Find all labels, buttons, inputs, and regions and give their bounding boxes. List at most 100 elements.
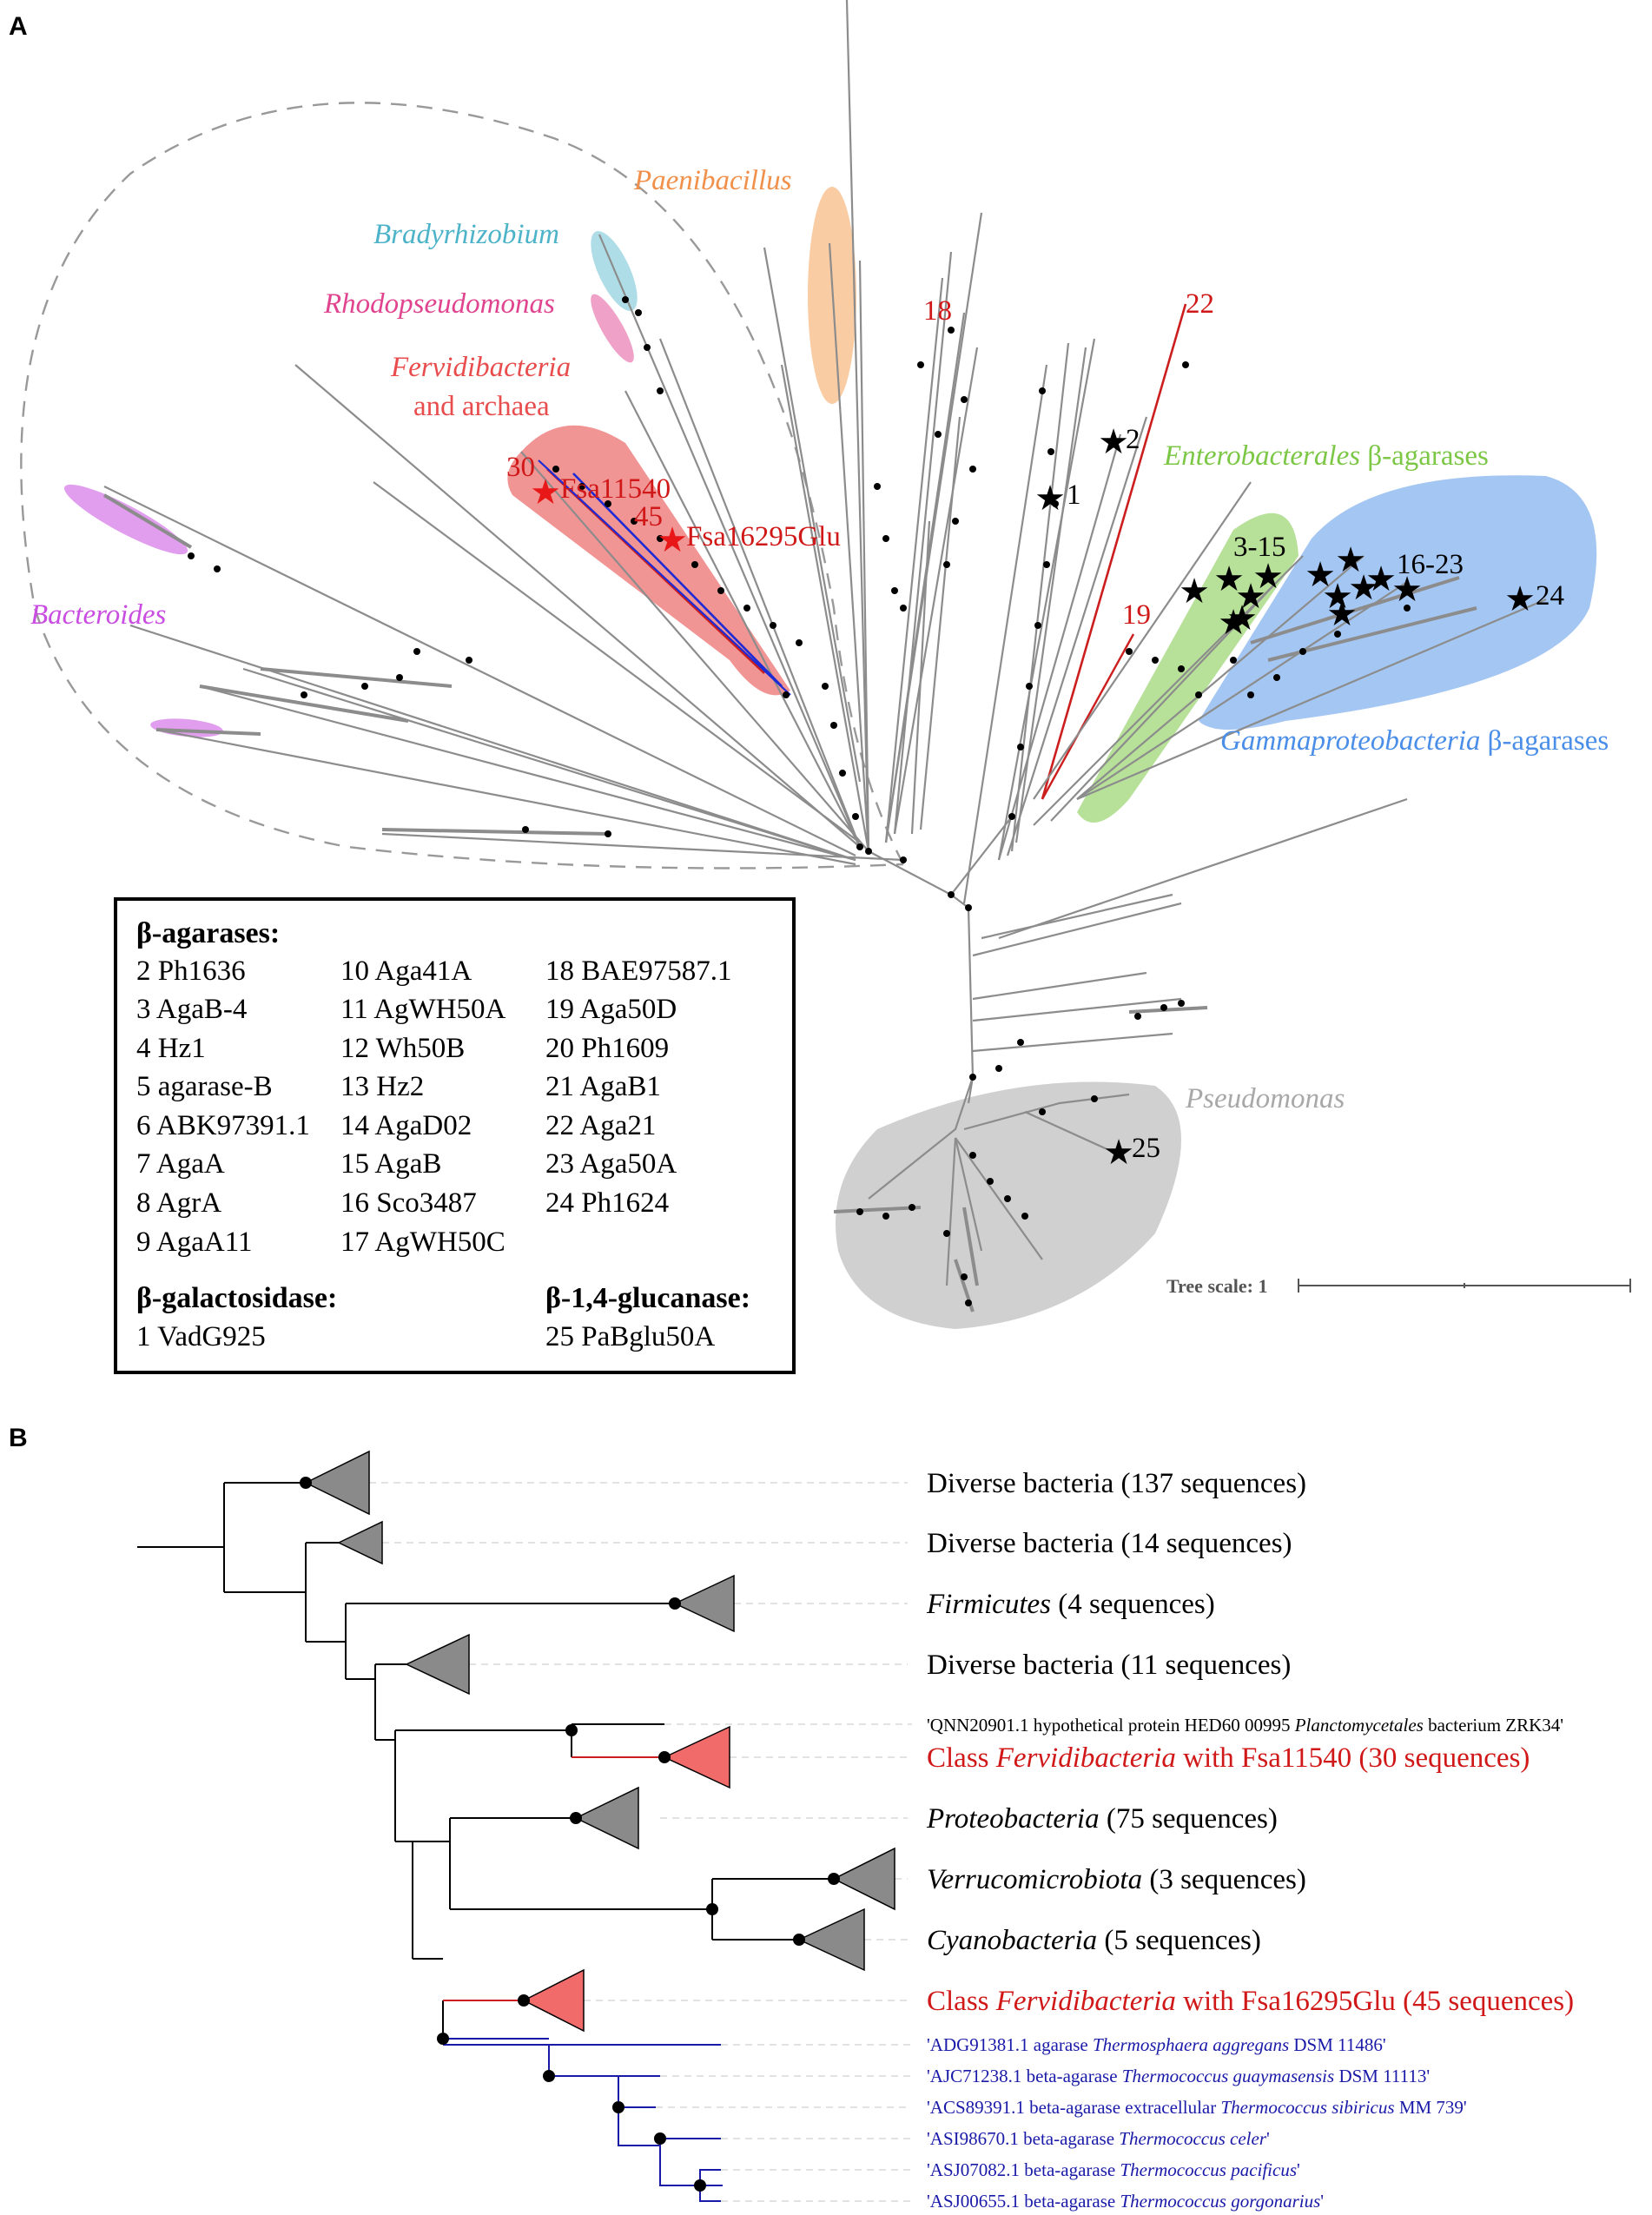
legend-item: 10 Aga41A xyxy=(340,955,472,987)
tip-label: Class Fervidibacteria with Fsa11540 (30 … xyxy=(927,1742,1530,1774)
marker-25: 25 xyxy=(1132,1133,1160,1164)
collapsed-triangle xyxy=(797,1908,865,1972)
marker-16-23: 16-23 xyxy=(1397,549,1464,580)
panel-b-tip-labels: Diverse bacteria (137 sequences) Diverse… xyxy=(926,1468,1574,2212)
star-10-icon: ★ xyxy=(1335,540,1366,579)
label-and-archaea: and archaea xyxy=(413,391,550,422)
tree-node-dots xyxy=(188,296,1411,1306)
star-30-icon: ★ xyxy=(530,473,561,512)
tree-scale-bar: Tree scale: 1 xyxy=(1166,1275,1631,1297)
pseudomonas-highlight xyxy=(836,1081,1181,1329)
label-rhodopseudomonas: Rhodopseudomonas xyxy=(323,288,555,320)
legend-item: 18 BAE97587.1 xyxy=(545,955,732,987)
legend-item: 21 AgaB1 xyxy=(545,1071,661,1102)
rhodopseudomonas-highlight xyxy=(591,294,634,363)
legend-item: 23 Aga50A xyxy=(545,1148,677,1180)
tip-label: 'ASJ07082.1 beta-agarase Thermococcus pa… xyxy=(927,2159,1300,2180)
star-6-icon: ★ xyxy=(1235,577,1266,616)
enterobacterales-highlight xyxy=(1077,512,1298,823)
legend-galactosidase-title: β-galactosidase: xyxy=(136,1282,337,1314)
legend-item: 19 Aga50D xyxy=(545,994,677,1025)
legend-item: 11 AgWH50A xyxy=(340,994,506,1025)
panel-b-tree-colored xyxy=(443,1756,723,2202)
star-5-icon: ★ xyxy=(1252,557,1284,596)
marker-3-15: 3-15 xyxy=(1233,532,1286,563)
collapsed-triangle xyxy=(673,1574,735,1633)
panel-b-letter: B xyxy=(9,1424,28,1452)
tip-label: 'ASI98670.1 beta-agarase Thermococcus ce… xyxy=(927,2128,1270,2149)
tip-label: 'ASJ00655.1 beta-agarase Thermococcus go… xyxy=(927,2191,1324,2212)
star-45-icon: ★ xyxy=(657,520,688,559)
tip-label: Diverse bacteria (137 sequences) xyxy=(927,1468,1306,1499)
collapsed-triangle xyxy=(832,1847,895,1911)
collapsed-triangle xyxy=(337,1520,383,1565)
panel-a-letter: A xyxy=(9,12,28,41)
legend-item: 7 AgaA xyxy=(136,1148,225,1180)
bacteroides-highlight-1 xyxy=(63,484,188,555)
marker-19: 19 xyxy=(1122,599,1151,631)
star-12-icon: ★ xyxy=(1348,568,1379,607)
label-enterobacterales: Enterobacterales β-agarases xyxy=(1163,440,1489,472)
marker-2: 2 xyxy=(1126,424,1140,455)
legend-glucanase-title: β-1,4-glucanase: xyxy=(545,1282,750,1314)
label-bradyrhizobium: Bradyrhizobium xyxy=(373,219,559,250)
legend-item: 15 AgaB xyxy=(340,1148,441,1180)
star-1-icon: ★ xyxy=(1034,479,1066,518)
collapsed-clades xyxy=(304,1450,895,2033)
marker-22: 22 xyxy=(1186,288,1214,320)
legend-item: 25 PaBglu50A xyxy=(545,1321,715,1352)
panel-b-node-dots xyxy=(300,1477,840,2192)
legend-item: 9 AgaA11 xyxy=(136,1227,253,1258)
enzyme-legend: β-agarases: 2 Ph1636 3 AgaB-4 4 Hz1 5 ag… xyxy=(114,897,796,1374)
legend-agarases-title: β-agarases: xyxy=(136,917,280,949)
star-25-icon: ★ xyxy=(1103,1133,1134,1172)
label-fervidibacteria: Fervidibacteria xyxy=(390,352,571,383)
legend-item: 5 agarase-B xyxy=(136,1071,273,1102)
tip-label: Class Fervidibacteria with Fsa16295Glu (… xyxy=(927,1986,1574,2017)
tip-label: 'QNN20901.1 hypothetical protein HED60 0… xyxy=(927,1715,1563,1736)
star-11-icon: ★ xyxy=(1322,577,1353,616)
legend-item: 2 Ph1636 xyxy=(136,955,246,987)
star-9-icon: ★ xyxy=(1305,555,1336,594)
star-14-icon: ★ xyxy=(1391,570,1423,609)
marker-45: 45 xyxy=(634,501,663,532)
tip-label: Diverse bacteria (11 sequences) xyxy=(927,1650,1291,1681)
unrooted-tree-branches xyxy=(102,0,1547,1312)
collapsed-triangle xyxy=(304,1450,370,1516)
clade-highlights xyxy=(63,187,1597,1329)
tip-label: Proteobacteria (75 sequences) xyxy=(926,1803,1278,1835)
legend-item: 13 Hz2 xyxy=(340,1071,424,1102)
agarase-stars: ★ ★ ★ ★ ★ ★ ★ ★ ★ ★ ★ ★ ★ ★ ★ ★ ★ ★ ★ xyxy=(530,422,1536,1172)
legend-item: 17 AgWH50C xyxy=(340,1227,506,1258)
tip-label: 'ACS89391.1 beta-agarase extracellular T… xyxy=(927,2097,1467,2118)
tip-label: 'ADG91381.1 agarase Thermosphaera aggreg… xyxy=(927,2034,1386,2055)
tip-label: 'AJC71238.1 beta-agarase Thermococcus gu… xyxy=(927,2066,1430,2086)
marker-18: 18 xyxy=(923,295,952,327)
label-bacteroides: Bacteroides xyxy=(30,599,166,631)
legend-item: 3 AgaB-4 xyxy=(136,994,247,1025)
star-7-icon: ★ xyxy=(1226,598,1258,638)
legend-item: 12 Wh50B xyxy=(340,1033,465,1064)
label-fsa11540: Fsa11540 xyxy=(560,473,671,505)
panel-b-tree xyxy=(137,1482,834,2039)
legend-item: 22 Aga21 xyxy=(545,1110,656,1141)
label-paenibacillus: Paenibacillus xyxy=(633,165,791,196)
star-24-icon: ★ xyxy=(1504,579,1536,618)
legend-item: 1 VadG925 xyxy=(136,1321,266,1352)
star-8-icon: ★ xyxy=(1218,603,1249,642)
label-gammaproteobacteria: Gammaproteobacteria β-agarases xyxy=(1220,725,1609,757)
legend-item: 4 Hz1 xyxy=(136,1033,206,1064)
collapsed-triangle xyxy=(574,1786,639,1850)
tip-label: Firmicutes (4 sequences) xyxy=(926,1589,1215,1620)
collapsed-triangle xyxy=(405,1633,470,1696)
fervidibacteria-highlight xyxy=(507,425,790,696)
marker-30: 30 xyxy=(506,452,535,483)
legend-item: 16 Sco3487 xyxy=(340,1187,477,1219)
tip-label: Verrucomicrobiota (3 sequences) xyxy=(927,1864,1306,1895)
tree-scale-label: Tree scale: 1 xyxy=(1166,1275,1267,1297)
legend-item: 24 Ph1624 xyxy=(545,1187,669,1219)
star-3-icon: ★ xyxy=(1179,572,1210,611)
star-13-icon: ★ xyxy=(1365,559,1397,598)
star-15-icon: ★ xyxy=(1326,594,1358,633)
